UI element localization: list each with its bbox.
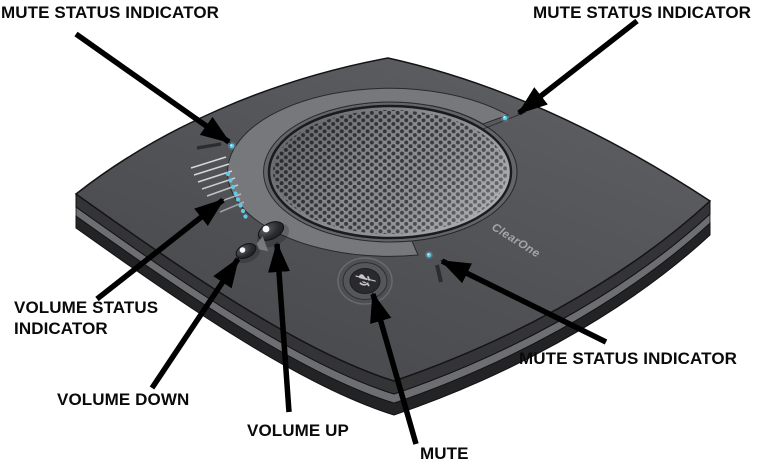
led-dot	[502, 115, 508, 121]
arrow-volume-up	[268, 242, 292, 413]
led-dot	[230, 184, 236, 190]
arrow-volume-status-indicator	[95, 197, 225, 302]
led-dot	[228, 178, 233, 183]
volume-down-button	[235, 243, 257, 259]
led-dot	[229, 143, 235, 149]
mute-status-led-top-left	[196, 142, 236, 150]
callout-label-volume-up: VOLUME UP	[247, 421, 349, 440]
arrow-volume-down	[149, 257, 241, 390]
callout-label-volume-status-indicator: VOLUME STATUS INDICATOR	[14, 297, 158, 339]
arrow-mute	[370, 292, 419, 445]
led-dot	[240, 208, 246, 214]
led-dot	[243, 214, 248, 219]
callout-label-mute-status-top-left: MUTE STATUS INDICATOR	[1, 3, 220, 22]
microphone-slash-icon	[354, 274, 376, 287]
led-dot	[238, 203, 243, 208]
led-dot	[233, 191, 238, 196]
mute-button	[337, 257, 393, 305]
speaker-grille	[267, 104, 513, 240]
led-dot	[426, 252, 432, 258]
arrow-mute-status-bottom-right	[440, 258, 608, 345]
callout-label-mute: MUTE	[420, 444, 469, 463]
speaker-icon	[256, 236, 269, 252]
volume-status-label-line2: INDICATOR	[14, 319, 108, 338]
arrow-mute-status-top-left	[74, 31, 231, 145]
volume-status-leds	[225, 171, 248, 219]
callout-label-mute-status-top-right: MUTE STATUS INDICATOR	[533, 3, 752, 22]
mute-status-led-top-right	[501, 114, 509, 122]
callout-arrows	[74, 18, 639, 445]
led-dot	[225, 171, 231, 177]
volume-up-button	[257, 221, 285, 241]
arrow-mute-status-top-right	[517, 18, 639, 116]
volume-status-label-line1: VOLUME STATUS	[14, 298, 159, 317]
led-dot	[235, 197, 241, 202]
callout-label-mute-status-bottom-right: MUTE STATUS INDICATOR	[519, 349, 738, 368]
top-ring	[227, 87, 510, 257]
callout-label-volume-down: VOLUME DOWN	[57, 390, 190, 409]
